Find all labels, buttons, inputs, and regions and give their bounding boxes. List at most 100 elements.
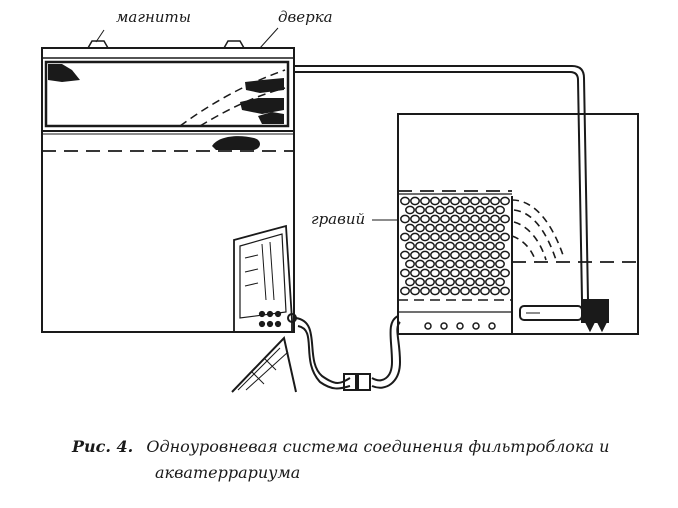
internal-filter [233, 224, 297, 333]
gravel-pebble [465, 277, 475, 287]
gravel-pebble [480, 268, 490, 278]
gravel-pebble [405, 205, 415, 215]
label-magnets: магниты [116, 8, 191, 26]
gravel-pebble [495, 277, 505, 287]
gravel-pebble [415, 223, 425, 233]
gravel-pebble [415, 205, 425, 215]
aquaterrarium [41, 40, 295, 333]
gravel-pebble [405, 241, 415, 251]
aquaterrarium-body [41, 47, 295, 333]
hose-coupling-2 [357, 373, 371, 391]
gravel-pebble [495, 259, 505, 269]
connecting-hose [295, 315, 402, 391]
gravel-pebble [440, 214, 450, 224]
gravel-pebble [470, 196, 480, 206]
gravel-pebble [420, 250, 430, 260]
rock-center [212, 136, 260, 150]
gravel-pebble [480, 196, 490, 206]
gravel-pebble [470, 286, 480, 296]
gravel-pebble [475, 259, 485, 269]
gravel-pebble [480, 250, 490, 260]
gravel-pebble [485, 223, 495, 233]
gravel-pebble [460, 214, 470, 224]
gravel-pebble [430, 286, 440, 296]
gravel-pebble [410, 268, 420, 278]
gravel-pebble [410, 214, 420, 224]
caption-line-1: Одноуровневая система соединения фильтро… [146, 437, 609, 456]
gravel-pebble [420, 286, 430, 296]
gravel-pebble [485, 277, 495, 287]
caption-number: Рис. 4. [71, 437, 133, 456]
filter-block-body [397, 113, 639, 335]
gravel-pebble [435, 259, 445, 269]
gravel-pebble [500, 214, 510, 224]
label-door: дверка [278, 8, 333, 26]
gravel-pebble [485, 205, 495, 215]
door-panel [44, 60, 290, 128]
return-pipe [294, 65, 589, 301]
gravel-pebble [460, 286, 470, 296]
magnet-left-icon [87, 40, 109, 49]
gravel-pebble [405, 223, 415, 233]
gravel-pebble [495, 205, 505, 215]
gravel-pebble [410, 250, 420, 260]
gravel-pebble [500, 286, 510, 296]
filter-block [397, 113, 639, 335]
gravel-pebble [500, 268, 510, 278]
gravel-pebble [425, 205, 435, 215]
hose-outer [295, 317, 351, 384]
gravel-pebble [400, 196, 410, 206]
dune-shape [179, 69, 286, 127]
rock-right-1 [245, 78, 284, 93]
gravel-pebble [475, 205, 485, 215]
gravel-pebble [400, 250, 410, 260]
gravel-pebble [400, 268, 410, 278]
gravel-pebble [440, 268, 450, 278]
gravel-pebble [455, 205, 465, 215]
gravel-pebble [425, 277, 435, 287]
terrarium-decor [48, 64, 286, 150]
figure-caption: Рис. 4. Одноуровневая система соединения… [71, 437, 609, 456]
gravel-pebble [445, 223, 455, 233]
gravel-pebble [450, 286, 460, 296]
gravel-pebble [435, 277, 445, 287]
gravel-pebble [415, 241, 425, 251]
gravel-pebble [455, 277, 465, 287]
internal-filter-front [239, 233, 287, 319]
gravel-pebble [405, 259, 415, 269]
gravel-pebble [455, 223, 465, 233]
gravel-pebble [465, 241, 475, 251]
gravel-pebble [400, 232, 410, 242]
gravel-pebble [470, 250, 480, 260]
gravel-pebble [485, 241, 495, 251]
pump-body [581, 299, 609, 323]
gravel-pebble [405, 277, 415, 287]
gravel-pebble [410, 232, 420, 242]
label-gravel: гравий [311, 210, 365, 228]
gravel-pebble [460, 232, 470, 242]
gravel-pebble [485, 259, 495, 269]
gravel-pebble [400, 286, 410, 296]
gravel-pebble [435, 205, 445, 215]
gravel-pebble [425, 241, 435, 251]
gravel-pebble [470, 268, 480, 278]
internal-filter-body [233, 224, 293, 333]
gravel-pebble [490, 250, 500, 260]
gravel-pebble [480, 286, 490, 296]
gravel-pebble [445, 241, 455, 251]
gravel-pebble [450, 214, 460, 224]
gravel-pebble [450, 196, 460, 206]
rock-right-3 [258, 112, 284, 124]
gravel-pebble [440, 250, 450, 260]
gravel-pebble [480, 214, 490, 224]
gravel-pebble [430, 232, 440, 242]
gravel-pebble [440, 196, 450, 206]
gravel-pebble [450, 250, 460, 260]
gravel-pebble [430, 214, 440, 224]
gravel-pebble [500, 250, 510, 260]
gravel-pebble [435, 223, 445, 233]
gravel-pebble [450, 232, 460, 242]
gravel-pebble [430, 268, 440, 278]
gravel-pebble [420, 268, 430, 278]
